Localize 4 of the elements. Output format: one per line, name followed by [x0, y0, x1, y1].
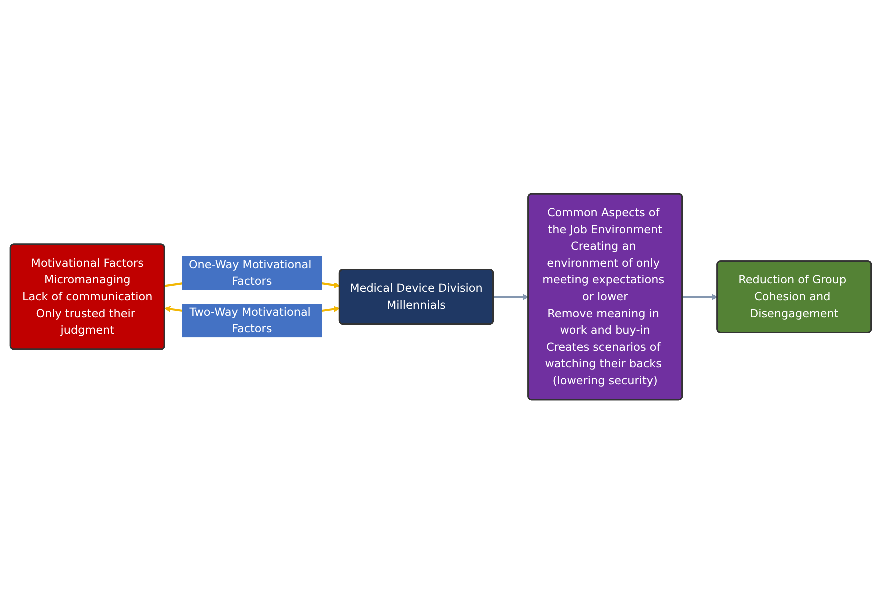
arrow — [682, 294, 718, 300]
edge-label: Two-Way Motivational Factors — [190, 305, 311, 336]
edge-label: One-Way Motivational Factors — [188, 258, 312, 288]
arrow — [494, 294, 529, 300]
